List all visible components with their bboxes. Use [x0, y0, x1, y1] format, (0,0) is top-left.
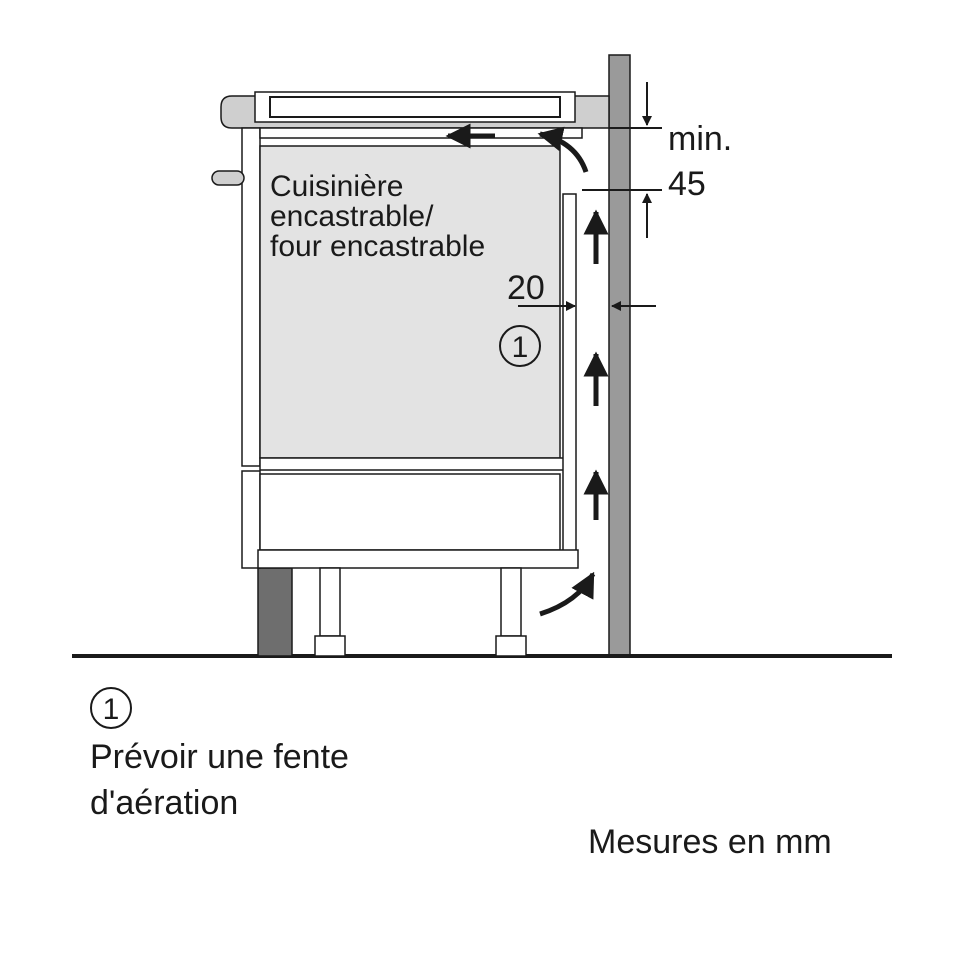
note-line-1: Prévoir une fente [90, 738, 349, 776]
ventilation-note: Prévoir une fente d'aération [90, 688, 349, 826]
units-note: Mesures en mm [588, 823, 832, 861]
dim-side-value: 20 [507, 269, 545, 307]
cabinet-foot-right [495, 567, 527, 657]
note-marker-circle [90, 687, 132, 729]
dim-top-value: 45 [668, 165, 706, 203]
note-marker-number: 1 [103, 693, 120, 726]
cabinet-foot-left [314, 567, 346, 657]
dim-top-unit: min. [668, 120, 732, 158]
wall [608, 54, 631, 656]
cabinet-bottom [257, 549, 579, 569]
oven-base [259, 457, 567, 471]
note-line-2: d'aération [90, 784, 239, 822]
drawer [259, 473, 561, 551]
hob-glass [269, 96, 561, 118]
knob [211, 170, 245, 186]
callout-number: 1 [512, 331, 529, 364]
airflow-arrow-curve-bottom [539, 571, 596, 617]
appliance-label-line-3: four encastrable [270, 230, 485, 263]
callout-circle [499, 325, 541, 367]
cabinet-side-panel [562, 193, 577, 553]
air-channel-top [259, 127, 583, 139]
appliance-label-line-1: Cuisinière [270, 170, 403, 203]
oven-box [259, 145, 561, 459]
appliance-label-line-2: encastrable/ [270, 200, 434, 233]
airflow-arrow-curve-top [537, 126, 589, 173]
cabinet-plinth [257, 567, 293, 657]
